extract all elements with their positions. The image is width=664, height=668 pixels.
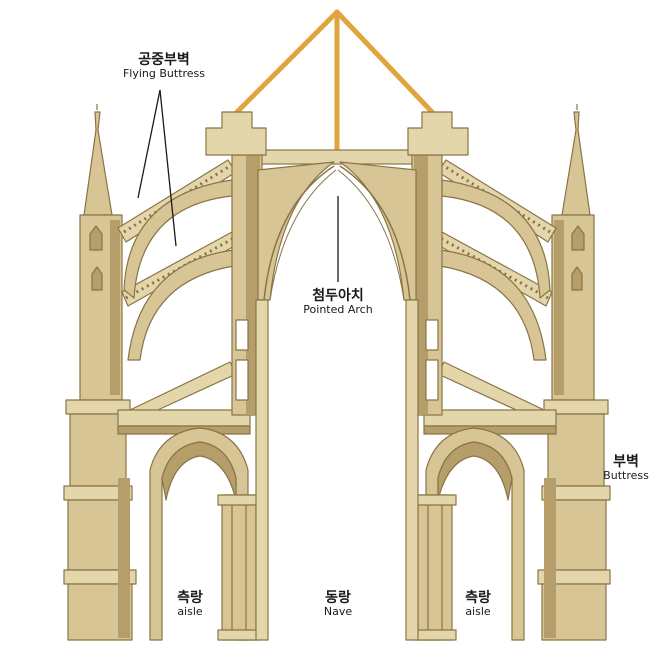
label-aisle-right: 측랑 aisle — [450, 590, 506, 619]
label-pointed-arch-en: Pointed Arch — [303, 303, 373, 317]
label-buttress-en: Buttress — [603, 469, 649, 483]
label-aisle-left-en: aisle — [177, 605, 203, 619]
roof-truss — [234, 9, 435, 163]
label-aisle-left-ko: 측랑 — [177, 590, 203, 606]
label-nave-ko: 동랑 — [325, 590, 351, 606]
label-flying-buttress: 공중부벽 Flying Buttress — [104, 52, 224, 81]
leader-lines — [137, 89, 339, 282]
right-structure — [336, 102, 612, 642]
label-nave: 동랑 Nave — [308, 590, 368, 619]
label-pointed-arch-ko: 첨두아치 — [312, 288, 364, 304]
label-flying-buttress-en: Flying Buttress — [122, 67, 206, 81]
left-structure — [62, 102, 338, 642]
label-aisle-right-en: aisle — [465, 605, 491, 619]
label-buttress-ko: 부벽 — [613, 454, 639, 470]
label-pointed-arch: 첨두아치 Pointed Arch — [278, 288, 398, 317]
label-nave-en: Nave — [323, 605, 353, 619]
label-aisle-right-ko: 측랑 — [465, 590, 491, 606]
label-buttress: 부벽 Buttress — [594, 454, 658, 483]
label-aisle-left: 측랑 aisle — [162, 590, 218, 619]
label-flying-buttress-ko: 공중부벽 — [138, 52, 190, 68]
